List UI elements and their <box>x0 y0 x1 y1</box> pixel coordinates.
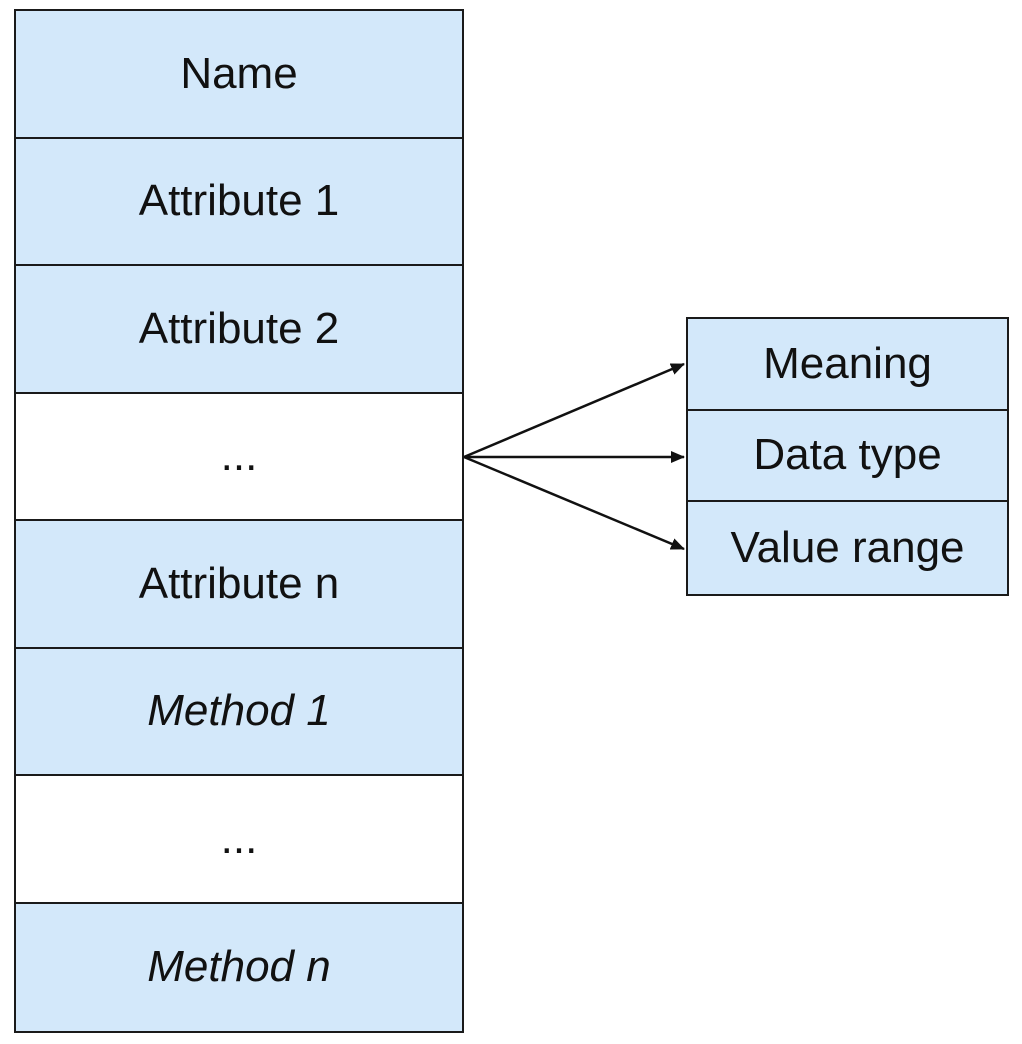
attribute-n-row: Attribute n <box>16 521 462 649</box>
arrow-to-value-range <box>463 455 685 551</box>
class-name-row: Name <box>16 11 462 139</box>
value-range-row: Value range <box>688 502 1007 594</box>
method-ellipsis-row: ... <box>16 776 462 904</box>
attribute-1-row: Attribute 1 <box>16 138 462 266</box>
meaning-row: Meaning <box>688 319 1007 411</box>
attribute-2-row: Attribute 2 <box>16 266 462 394</box>
class-box: Name Attribute 1 Attribute 2 ... Attribu… <box>14 9 464 1033</box>
data-type-row: Data type <box>688 410 1007 502</box>
method-n-row: Method n <box>16 903 462 1031</box>
arrow-to-meaning <box>463 362 685 459</box>
attribute-ellipsis-row: ... <box>16 393 462 521</box>
method-1-row: Method 1 <box>16 648 462 776</box>
attribute-detail-box: Meaning Data type Value range <box>686 317 1009 596</box>
